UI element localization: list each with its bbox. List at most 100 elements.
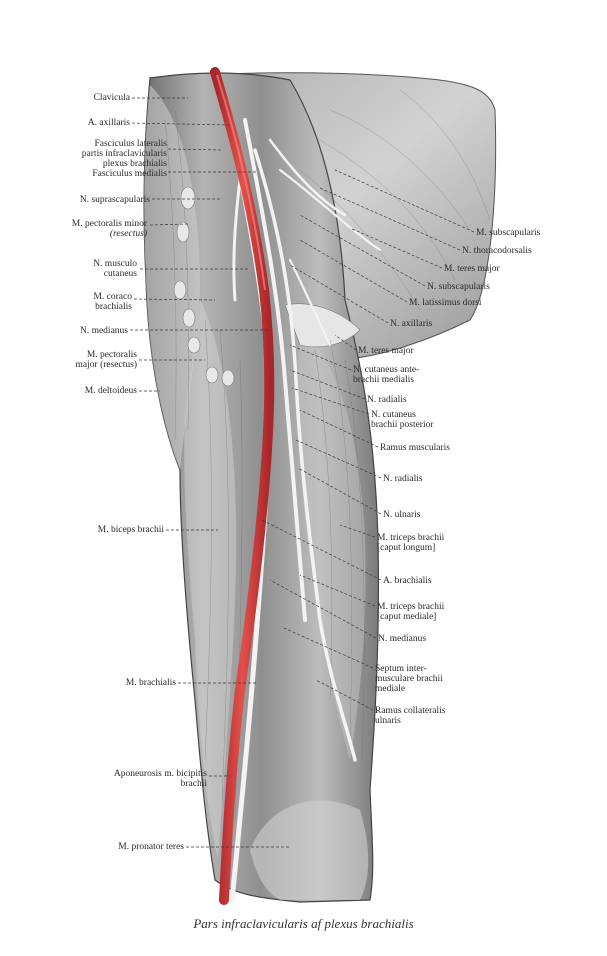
label-line: Fasciculus medialis [92, 169, 167, 179]
label-m-latissimus-dorsi: M. latissimus dorsi [409, 298, 482, 308]
label-m-teres-major-1: M. teres major [444, 264, 500, 274]
label-line: A. brachialis [383, 576, 432, 586]
label-line: major (resectus) [75, 360, 137, 370]
label-m-pectoralis-major: M. pectoralis major (resectus) [76, 350, 137, 370]
label-m-triceps-caput-longum: M. triceps brachii [caput longum] [377, 533, 444, 553]
label-n-radialis-2: N. radialis [383, 474, 423, 484]
label-line: M. teres major [358, 346, 414, 356]
label-n-ulnaris: N. ulnaris [383, 510, 420, 520]
label-line: A. axillaris [87, 118, 130, 128]
label-n-cutaneus-antebrachii-medialis: N. cutaneus ante- brachii medialis [353, 365, 419, 385]
leader-line [131, 122, 231, 126]
label-n-subscapularis: N. subscapularis [427, 282, 490, 292]
leader-line [299, 409, 379, 448]
leader-line [334, 169, 475, 233]
pectoralis-stumps [173, 186, 235, 387]
leader-line [339, 524, 376, 538]
artery-highlight [216, 74, 266, 291]
label-line: Aponeurosis m. bicipitis [113, 769, 207, 779]
label-a-axillaris: A. axillaris [88, 118, 130, 128]
label-ramus-collateralis-ulnaris: Ramus collateralis ulnaris [375, 706, 445, 726]
label-line: M. latissimus dorsi [409, 298, 482, 308]
leader-line [291, 387, 370, 415]
label-n-radialis-1: N. radialis [367, 395, 407, 405]
label-line: mediale [375, 684, 406, 694]
label-fasciculus-medialis: Fasciculus medialis [92, 169, 167, 179]
leader-line [167, 148, 223, 151]
label-m-brachialis: M. brachialis [126, 678, 176, 688]
label-line: Fasciculus lateralis [94, 139, 167, 149]
leader-line [315, 679, 374, 711]
leader-line [297, 467, 382, 515]
label-line: plexus brachialis [102, 159, 167, 169]
leader-line [283, 627, 374, 669]
leader-line [299, 214, 426, 287]
label-a-brachialis: A. brachialis [383, 576, 432, 586]
label-line: M. pectoralis [86, 350, 137, 360]
label-n-suprascapularis: N. suprascapularis [80, 195, 150, 205]
label-line: N. thoracodorsalis [462, 246, 532, 256]
label-ramus-muscularis: Ramus muscularis [380, 443, 450, 453]
label-line: N. radialis [367, 395, 407, 405]
label-line: M. brachialis [125, 678, 176, 688]
label-line: N. medianus [79, 326, 128, 336]
label-line: M. pectoralis minor [71, 219, 147, 229]
label-line: N. cutaneus ante- [353, 365, 420, 375]
label-line: (resectus) [72, 229, 147, 239]
elbow-shape [250, 800, 369, 900]
label-line: musculare brachii [375, 674, 443, 684]
leader-line [289, 264, 389, 324]
label-n-axillaris: N. axillaris [390, 319, 432, 329]
label-line: N. medianus [378, 634, 427, 644]
leader-line [349, 227, 443, 269]
label-line: Clavicula [93, 93, 130, 103]
label-line: cutaneus [103, 269, 137, 279]
triceps-shape [297, 330, 366, 760]
label-m-pectoralis-minor: M. pectoralis minor (resectus) [72, 219, 147, 239]
label-line: [caput mediale] [377, 612, 437, 622]
label-line: M. subscapularis [476, 228, 541, 238]
biceps-shape [184, 300, 237, 860]
label-m-deltoideus: M. deltoideus [85, 386, 137, 396]
label-m-triceps-caput-mediale: M. triceps brachii [caput mediale] [377, 602, 444, 622]
label-line: M. pronator teres [118, 842, 184, 852]
label-fasciculus-lateralis: Fasciculus lateralis partis infraclavicu… [82, 139, 167, 169]
leader-line [334, 334, 357, 351]
label-line: Ramus muscularis [380, 443, 450, 453]
leader-line [269, 579, 377, 639]
label-line: brachii [180, 779, 207, 789]
teres-major-shape [284, 303, 361, 348]
label-clavicula: Clavicula [94, 93, 130, 103]
label-n-cutaneus-brachii-posterior: N. cutaneus brachii posterior [371, 410, 434, 430]
label-line: M. triceps brachii [377, 602, 445, 612]
label-line: N. musculo [93, 259, 137, 269]
label-line: Septum inter- [375, 664, 427, 674]
artery-axillaris-brachialis [210, 67, 275, 905]
leader-line [299, 239, 408, 303]
label-line: N. ulnaris [383, 510, 421, 520]
label-line: partis infraclavicularis [81, 149, 167, 159]
label-line: N. suprascapularis [79, 195, 150, 205]
label-m-coracobrachialis: M. coraco brachialis [93, 292, 132, 312]
label-line: M. triceps brachii [377, 533, 445, 543]
label-line: M. biceps brachii [97, 525, 164, 535]
label-m-pronator-teres: M. pronator teres [118, 842, 184, 852]
label-line: brachii medialis [353, 375, 414, 385]
leader-line [289, 369, 366, 400]
label-line: M. coraco [93, 292, 132, 302]
leader-line [289, 344, 352, 371]
figure-caption: Pars infraclavicularis af plexus brachia… [193, 916, 414, 931]
leader-line [149, 223, 189, 226]
deltoid-shape [144, 85, 200, 470]
leader-line [261, 519, 382, 581]
label-n-medianus-left: N. medianus [80, 326, 128, 336]
leader-line [133, 298, 216, 301]
leader-line [299, 574, 376, 607]
label-n-thoracodorsalis: N. thoracodorsalis [462, 246, 532, 256]
label-n-musculocutaneus: N. musculo cutaneus [93, 259, 137, 279]
label-m-teres-major-2: M. teres major [358, 346, 414, 356]
leader-line [295, 439, 382, 479]
